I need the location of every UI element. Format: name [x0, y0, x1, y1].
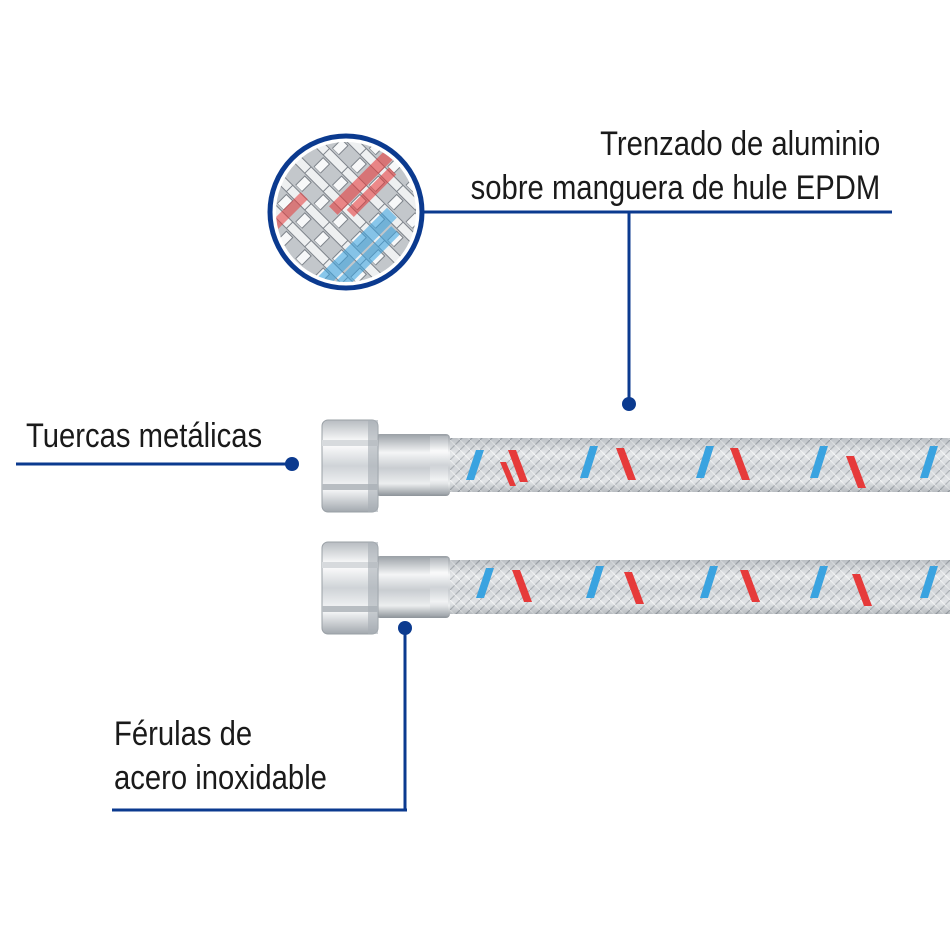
- braid-stripes-upper: [466, 446, 938, 488]
- nuts-label-text: Tuercas metálicas: [26, 417, 263, 455]
- ferrules-callout-label: Férulas de acero inoxidable: [114, 712, 327, 800]
- ferrules-callout-line: [112, 621, 412, 812]
- hose-upper: [321, 419, 950, 513]
- nuts-callout-line: [16, 457, 299, 471]
- braid-stripes-lower: [476, 566, 938, 606]
- ferrules-label-line1: Férulas de: [114, 715, 253, 753]
- braid-callout-label: Trenzado de aluminio sobre manguera de h…: [470, 122, 880, 210]
- braid-label-line2: sobre manguera de hule EPDM: [470, 169, 880, 207]
- braid-callout-line: [423, 210, 892, 411]
- hex-nut-lower: [321, 541, 379, 635]
- hose-lower: [321, 541, 950, 635]
- nuts-callout-label: Tuercas metálicas: [26, 414, 262, 458]
- braid-closeup-icon: [267, 133, 425, 291]
- braid-label-line1: Trenzado de aluminio: [599, 125, 880, 163]
- ferrules-label-line2: acero inoxidable: [114, 759, 327, 797]
- hex-nut-upper: [321, 419, 379, 513]
